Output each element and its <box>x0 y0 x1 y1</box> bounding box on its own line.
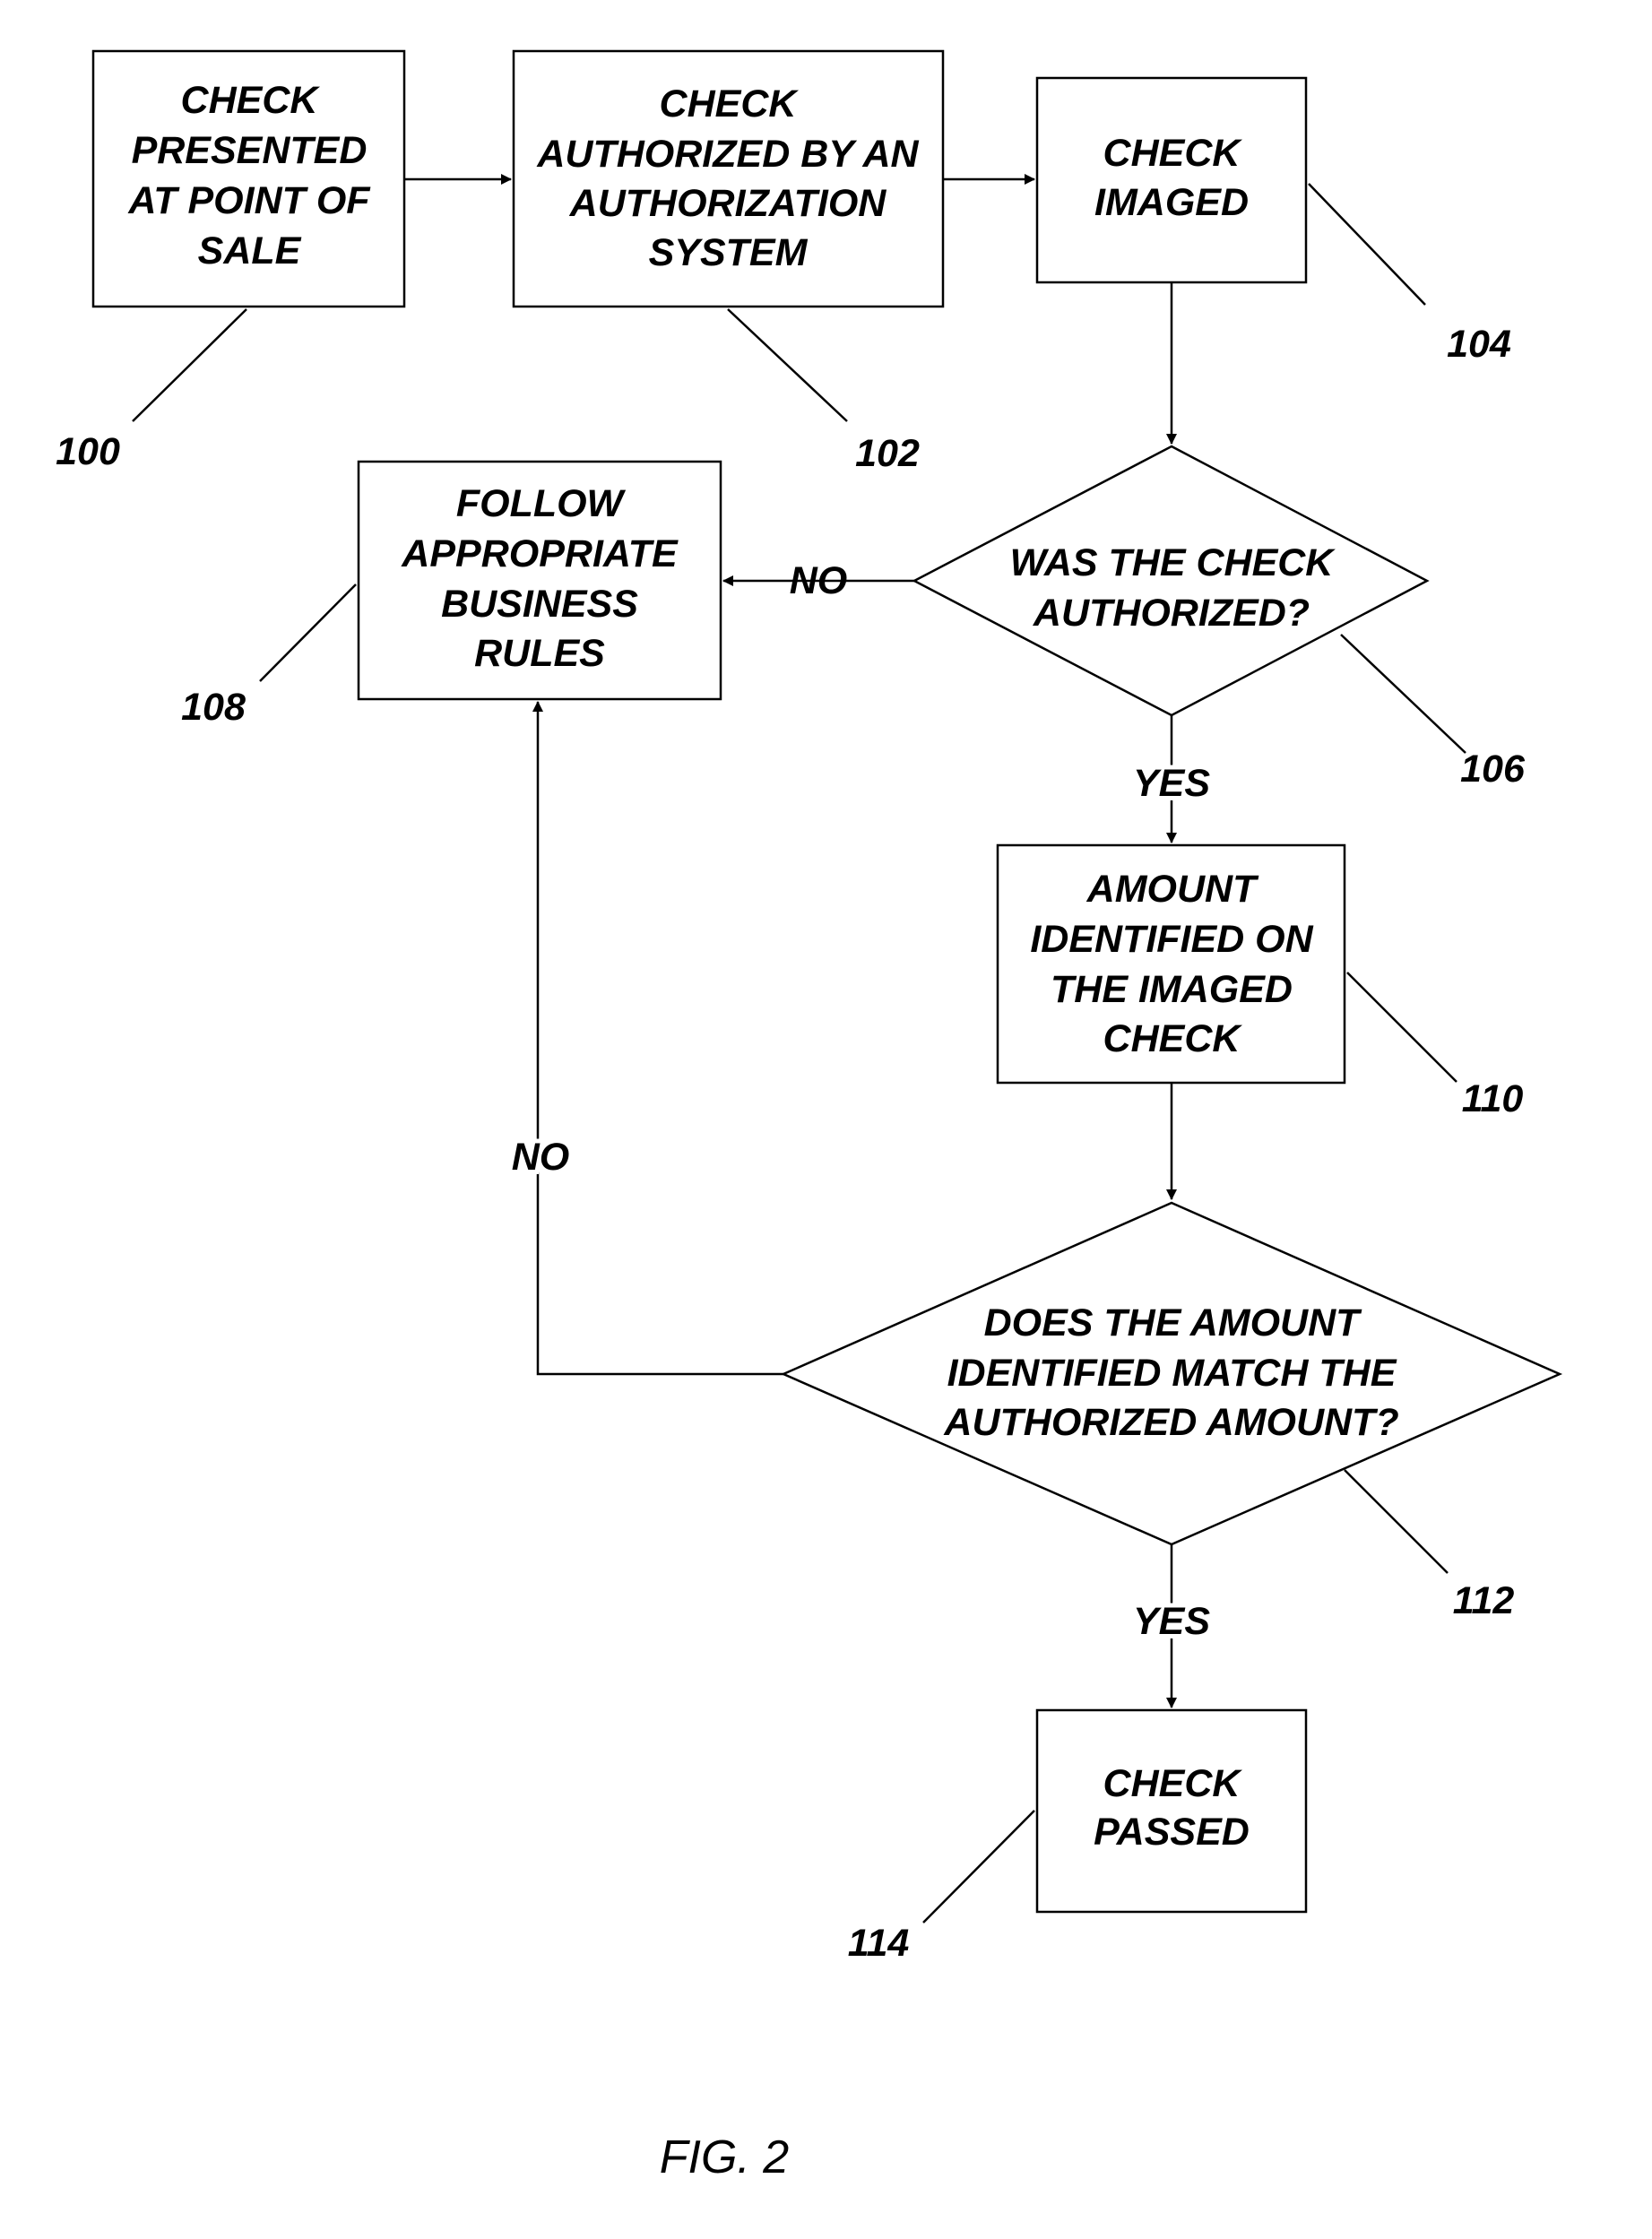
node-100-line-3: AT POINT OF <box>127 179 371 222</box>
node-106-line-1: WAS THE CHECK <box>1010 541 1336 584</box>
node-114-line-2: PASSED <box>1094 1811 1250 1854</box>
node-102-line-2: AUTHORIZED BY AN <box>536 133 919 176</box>
node-102-check-authorized: CHECK AUTHORIZED BY AN AUTHORIZATION SYS… <box>514 51 943 307</box>
node-104-line-2: IMAGED <box>1094 181 1249 224</box>
node-100-check-presented: CHECK PRESENTED AT POINT OF SALE <box>93 51 404 307</box>
node-100-line-2: PRESENTED <box>132 129 368 172</box>
edge-label-no-112: NO <box>512 1136 570 1179</box>
node-112-line-3: AUTHORIZED AMOUNT? <box>943 1401 1398 1444</box>
node-106-line-2: AUTHORIZED? <box>1033 592 1310 635</box>
leader-110 <box>1347 973 1457 1082</box>
node-110-line-1: AMOUNT <box>1086 868 1259 911</box>
node-114-line-1: CHECK <box>1103 1762 1243 1805</box>
node-102-line-1: CHECK <box>660 82 800 125</box>
leader-104 <box>1309 184 1425 305</box>
figure-label: FIG. 2 <box>660 2131 790 2183</box>
node-104-check-imaged: CHECK IMAGED <box>1037 78 1306 282</box>
node-108-line-1: FOLLOW <box>456 482 627 525</box>
leader-112 <box>1345 1470 1448 1573</box>
node-112-amount-match: DOES THE AMOUNT IDENTIFIED MATCH THE AUT… <box>783 1203 1560 1544</box>
node-102-line-4: SYSTEM <box>649 231 809 274</box>
node-108-line-4: RULES <box>474 632 605 675</box>
edge-label-yes-106: YES <box>1133 762 1210 805</box>
node-112-line-1: DOES THE AMOUNT <box>984 1301 1363 1344</box>
edge-112-108-no <box>538 702 783 1374</box>
node-108-line-3: BUSINESS <box>441 583 638 626</box>
node-110-line-2: IDENTIFIED ON <box>1030 918 1313 961</box>
node-102-line-3: AUTHORIZATION <box>569 182 887 225</box>
node-108-line-2: APPROPRIATE <box>401 532 679 575</box>
node-100-line-4: SALE <box>198 229 302 272</box>
ref-104: 104 <box>1447 323 1511 366</box>
node-104-line-1: CHECK <box>1103 132 1243 175</box>
ref-100: 100 <box>56 430 120 473</box>
node-106-was-check-authorized: WAS THE CHECK AUTHORIZED? <box>914 446 1427 715</box>
ref-114: 114 <box>848 1922 910 1965</box>
node-112-line-2: IDENTIFIED MATCH THE <box>947 1352 1397 1395</box>
node-110-line-4: CHECK <box>1103 1017 1243 1060</box>
edge-label-no-106: NO <box>790 559 848 602</box>
leader-100 <box>133 309 247 421</box>
node-100-line-1: CHECK <box>181 79 321 122</box>
node-110-line-3: THE IMAGED <box>1051 968 1293 1011</box>
ref-110: 110 <box>1462 1077 1524 1120</box>
ref-102: 102 <box>855 432 920 475</box>
leader-114 <box>923 1811 1034 1923</box>
ref-112: 112 <box>1453 1579 1515 1622</box>
leader-102 <box>728 309 847 421</box>
leader-106 <box>1341 635 1466 753</box>
ref-106: 106 <box>1460 748 1526 791</box>
node-108-follow-business-rules: FOLLOW APPROPRIATE BUSINESS RULES <box>359 462 721 699</box>
node-114-check-passed: CHECK PASSED <box>1037 1710 1306 1912</box>
ref-108: 108 <box>181 686 246 729</box>
leader-108 <box>260 584 356 681</box>
node-110-amount-identified: AMOUNT IDENTIFIED ON THE IMAGED CHECK <box>998 845 1345 1083</box>
edge-label-yes-112: YES <box>1133 1600 1210 1643</box>
